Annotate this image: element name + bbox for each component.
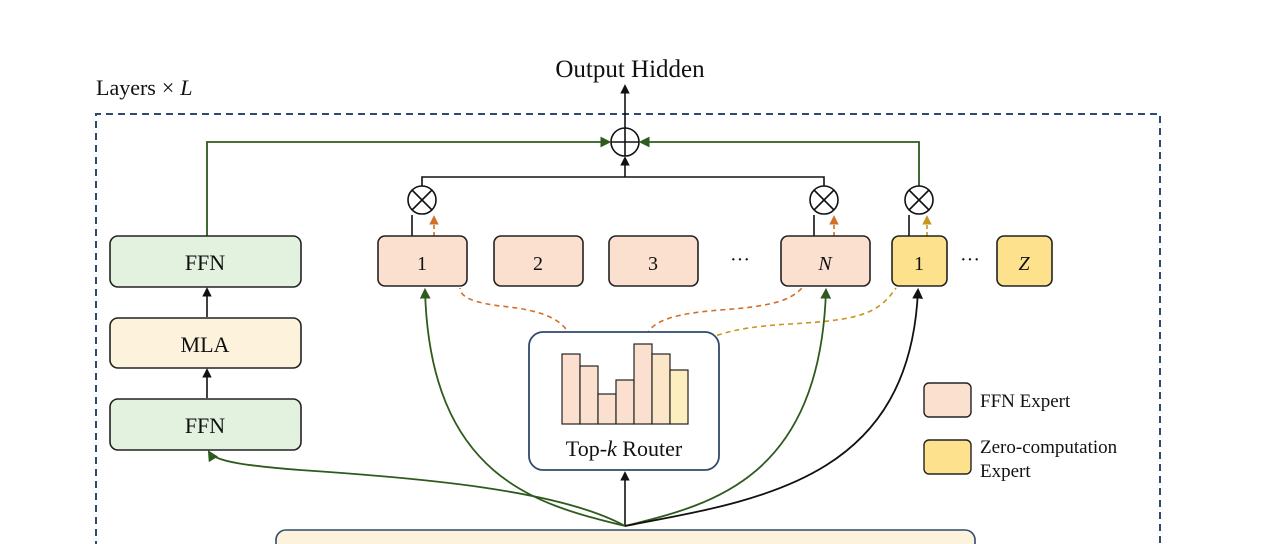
multiply-node-zero-expert-icon [904, 185, 934, 215]
ffn-expert-3-label: 3 [648, 253, 658, 275]
left-ffn-bottom-box: FFN [109, 398, 302, 451]
output-hidden-title: Output Hidden [555, 56, 705, 83]
sum-node-icon [610, 127, 640, 157]
left-ffn-bottom-label: FFN [185, 413, 225, 438]
legend-ffn-expert-swatch [923, 382, 972, 418]
layers-label-var: L [179, 75, 192, 100]
multiply-node-expert-n-icon [809, 185, 839, 215]
left-mla-label: MLA [181, 332, 230, 357]
router-histogram [561, 343, 689, 425]
ffn-expert-2-label: 2 [533, 253, 543, 275]
router-bar-3 [597, 393, 617, 425]
legend-zero-expert-label-line2: Expert [980, 461, 1031, 482]
router-label-var: k [607, 436, 618, 461]
router-bar-2 [579, 365, 599, 425]
ffn-expert-n: N [780, 235, 871, 287]
top-k-router-box: Top-k Router [528, 331, 720, 471]
legend-zero-expert-swatch [923, 439, 972, 475]
router-bar-6 [651, 353, 671, 425]
left-ffn-top-label: FFN [185, 250, 225, 275]
left-ffn-top-box: FFN [109, 235, 302, 288]
input-to-zero-expert-curve [624, 287, 924, 527]
legend-zero-expert-label-line1: Zero-computation [980, 437, 1118, 458]
multiply-node-expert-1-icon [407, 185, 437, 215]
input-to-expert-1-curve [419, 287, 626, 527]
input-block-box [275, 529, 976, 544]
residual-left-line [206, 136, 612, 236]
layers-label: Layers×L [96, 75, 193, 100]
ffn-expert-n-label: N [817, 253, 833, 275]
ffn-expert-1: 1 [377, 235, 468, 287]
zero-experts-ellipsis: ··· [960, 249, 980, 271]
zero-expert-z-label: Z [1018, 253, 1030, 275]
ffn-experts-ellipsis: ··· [730, 249, 750, 271]
left-mla-box: MLA [109, 317, 302, 369]
zero-expert-to-sum-line [638, 136, 920, 186]
expert-combine-line [421, 176, 825, 186]
legend-ffn-expert-label: FFN Expert [980, 391, 1071, 412]
router-label-suffix: Router [617, 436, 683, 461]
ffn-expert-3: 3 [608, 235, 699, 287]
router-label: Top-k Router [566, 436, 683, 461]
router-bar-7 [669, 369, 689, 425]
ffn-expert-1-label: 1 [417, 253, 427, 275]
router-bar-5 [633, 343, 653, 425]
router-bar-1 [561, 353, 581, 425]
layers-label-times: × [162, 75, 174, 100]
zero-expert-1-label: 1 [914, 253, 924, 275]
layers-label-prefix: Layers [96, 75, 156, 100]
layer-dashed-border [95, 113, 1161, 544]
input-to-expert-n-curve [624, 287, 832, 527]
router-label-prefix: Top- [566, 436, 607, 461]
route-curve-expert-n [644, 287, 803, 345]
route-curve-expert-1 [459, 287, 575, 355]
input-to-left-ffn-curve [207, 450, 626, 527]
router-bar-4 [615, 379, 635, 425]
zero-expert-z: Z [996, 235, 1053, 287]
legend: FFN Expert Zero-computation Expert [923, 382, 1118, 482]
ffn-expert-2: 2 [493, 235, 584, 287]
zero-expert-1: 1 [891, 235, 948, 287]
